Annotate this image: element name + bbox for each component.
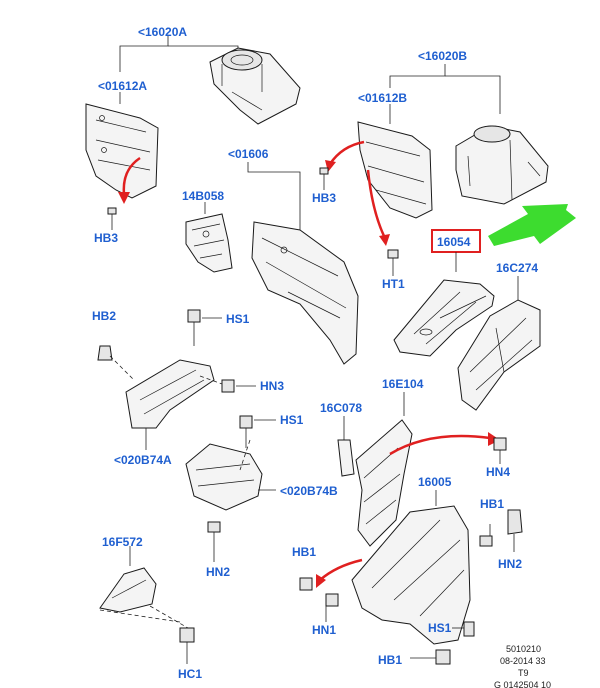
label-hb2-left: HB2 [92, 309, 116, 323]
label-hb1-bottom: HB1 [378, 653, 402, 667]
label-020B74A: <020B74A [114, 453, 172, 467]
red-arrowhead-shield-b-down [379, 234, 390, 246]
strut-tower-left [119, 36, 301, 125]
label-hb1-left: HB1 [292, 545, 316, 559]
label-16E104: 16E104 [382, 377, 424, 391]
part-16054 [393, 204, 576, 357]
panel-16C274 [457, 276, 541, 411]
bracket-020B74A [97, 309, 256, 450]
footer-date: 08-2014 33 [500, 656, 546, 666]
label-01612B: <01612B [358, 91, 407, 105]
label-hn1: HN1 [312, 623, 336, 637]
label-01612A: <01612A [98, 79, 147, 93]
shield-01612B [319, 104, 433, 276]
label-16C274: 16C274 [496, 261, 538, 275]
label-ht1: HT1 [382, 277, 405, 291]
label-16F572: 16F572 [102, 535, 143, 549]
apron-01606 [247, 162, 359, 365]
label-hn3: HN3 [260, 379, 284, 393]
label-020B74B: <020B74B [280, 484, 338, 498]
label-hn2-right: HN2 [498, 557, 522, 571]
shield-01612A [85, 92, 159, 230]
label-hs1-upper: HS1 [226, 312, 250, 326]
label-16020A: <16020A [138, 25, 187, 39]
cover-16F572 [99, 546, 195, 664]
strut-tower-right [389, 64, 549, 205]
label-01606: <01606 [228, 147, 269, 161]
footer-code: T9 [518, 668, 529, 678]
green-pointer-arrow [488, 204, 576, 246]
red-arrow-shield-b-down [366, 169, 386, 237]
seal-16C078 [337, 416, 355, 477]
red-arrow-fender [319, 558, 363, 581]
label-16C078: 16C078 [320, 401, 362, 415]
label-hs1-lower: HS1 [280, 413, 304, 427]
fender-16005 [299, 490, 523, 665]
label-16020B: <16020B [418, 49, 467, 63]
label-hb1-right: HB1 [480, 497, 504, 511]
label-hc1: HC1 [178, 667, 202, 681]
label-hn4: HN4 [486, 465, 510, 479]
red-arrowhead-fender [316, 574, 326, 588]
label-16005: 16005 [418, 475, 452, 489]
red-arrowhead-shield-a [118, 192, 130, 204]
footer-ref: G 0142504 10 [494, 680, 551, 688]
label-hb3-left: HB3 [94, 231, 118, 245]
label-hb3-right: HB3 [312, 191, 336, 205]
label-hs1-bottom: HS1 [428, 621, 452, 635]
red-arrow-liner [389, 434, 491, 456]
red-arrow-shield-b-up [328, 140, 365, 165]
liner-16E104 [355, 392, 507, 547]
bracket-14B058 [185, 202, 233, 273]
label-14B058: 14B058 [182, 189, 224, 203]
red-arrow-shield-a [122, 156, 141, 195]
label-hn2-left: HN2 [206, 565, 230, 579]
bracket-020B74B [185, 415, 276, 562]
footer-id: 5010210 [506, 644, 541, 654]
label-16054: 16054 [437, 235, 471, 249]
